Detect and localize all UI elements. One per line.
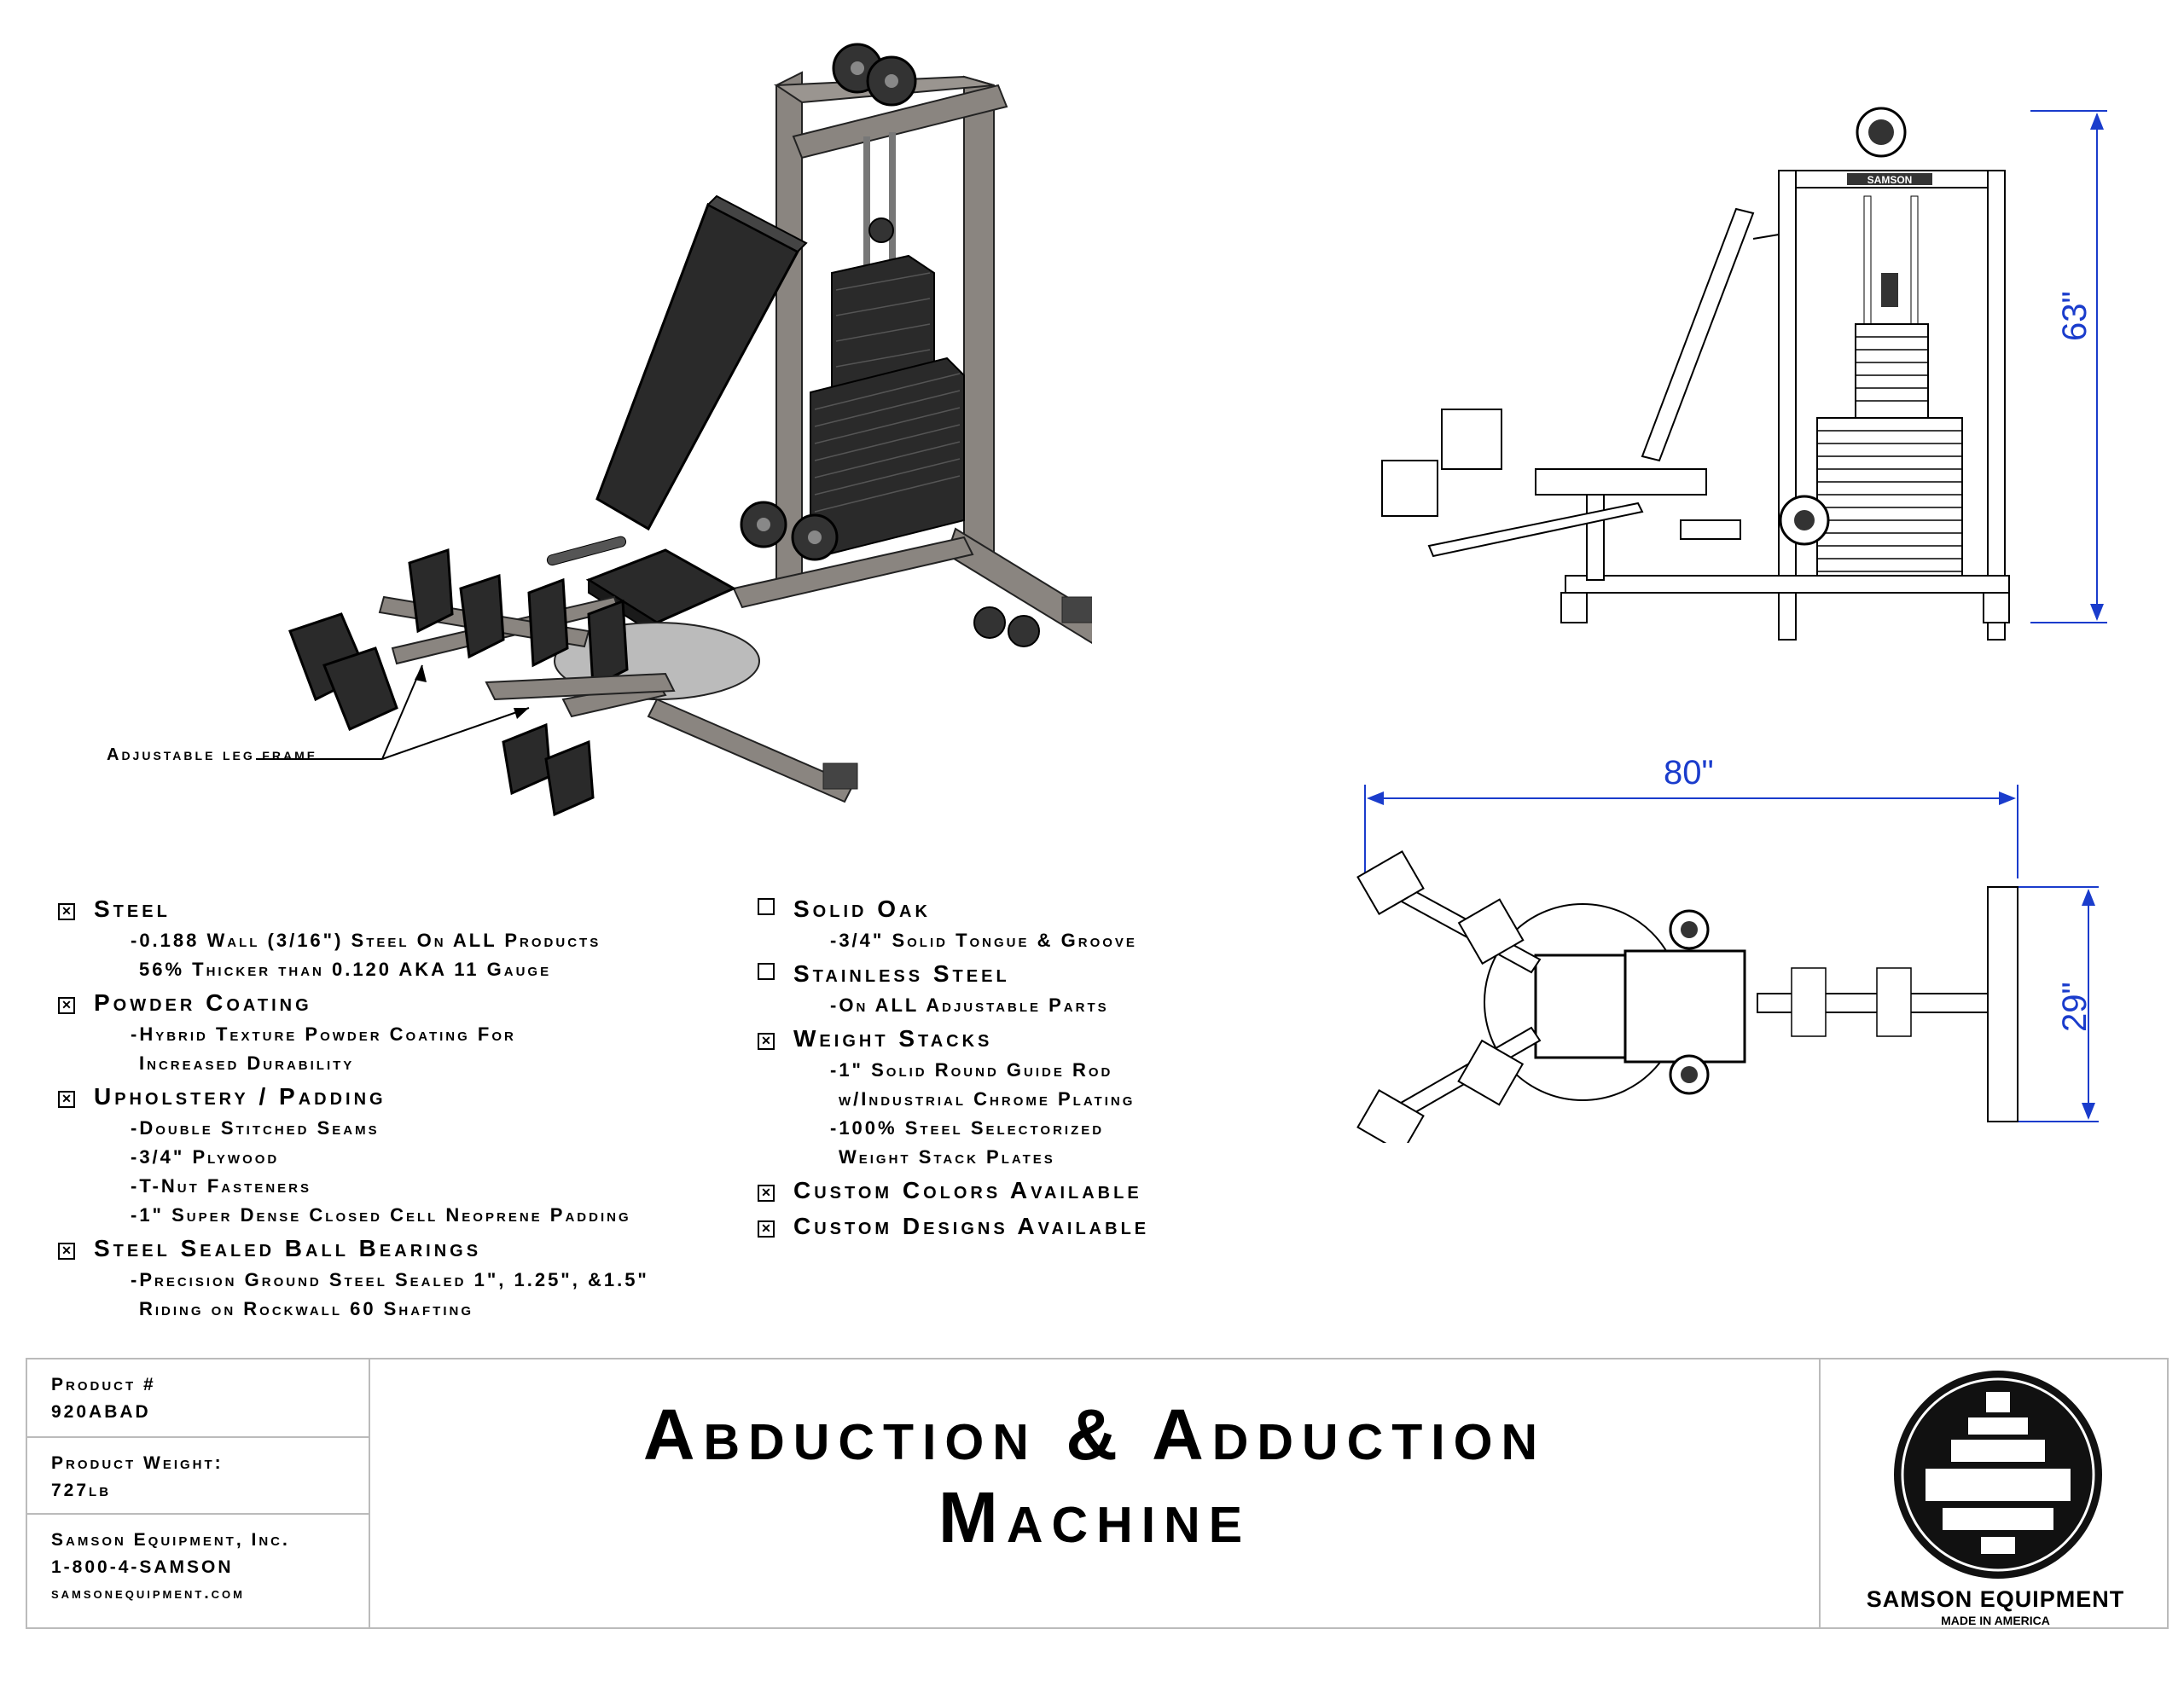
machine-side-view: SAMSON xyxy=(1381,107,2107,641)
spec-line: -On ALL Adjustable Parts xyxy=(830,994,1109,1016)
checkbox-checked-icon: ✕ xyxy=(58,1243,75,1260)
checkbox-checked-icon: ✕ xyxy=(58,1091,75,1108)
company-cell: Samson Equipment, Inc. 1-800-4-SAMSON sa… xyxy=(27,1515,369,1629)
product-weight-label: Product Weight: xyxy=(51,1453,224,1473)
spec-line: -Hybrid Texture Powder Coating For xyxy=(131,1023,516,1045)
spec-title: Upholstery / Padding xyxy=(94,1083,386,1110)
spec-heading: ✕ Weight Stacks xyxy=(758,1025,1149,1052)
checkbox-checked-icon: ✕ xyxy=(58,997,75,1014)
product-number-cell: Product # 920ABAD xyxy=(27,1359,369,1438)
checkbox-empty-icon xyxy=(758,898,775,915)
spec-heading: ✕ Steel Sealed Ball Bearings xyxy=(58,1235,649,1262)
divider-left xyxy=(369,1359,370,1629)
spec-line: 56% Thicker than 0.120 AKA 11 Gauge xyxy=(139,959,552,980)
spec-line: -3/4" Solid Tongue & Groove xyxy=(830,930,1137,951)
checkbox-checked-icon: ✕ xyxy=(758,1033,775,1050)
spec-line: -Precision Ground Steel Sealed 1", 1.25"… xyxy=(131,1269,649,1290)
product-title: Abduction & Adduction Machine xyxy=(370,1394,1819,1558)
company-phone: 1-800-4-SAMSON xyxy=(51,1557,234,1577)
spec-heading: Stainless Steel xyxy=(758,960,1149,988)
spec-line: Weight Stack Plates xyxy=(839,1146,1055,1168)
spec-line: -100% Steel Selectorized xyxy=(830,1117,1105,1139)
spec-heading: ✕ Powder Coating xyxy=(58,989,649,1017)
spec-heading: ✕ Custom Designs Available xyxy=(758,1213,1149,1240)
spec-title: Steel Sealed Ball Bearings xyxy=(94,1235,482,1261)
spec-line: Riding on Rockwall 60 Shafting xyxy=(139,1298,474,1319)
spec-heading: ✕ Upholstery / Padding xyxy=(58,1083,649,1110)
spec-line: w/Industrial Chrome Plating xyxy=(839,1088,1136,1110)
spec-title: Stainless Steel xyxy=(793,960,1010,987)
spec-line: -1" Super Dense Closed Cell Neoprene Pad… xyxy=(131,1204,631,1226)
samson-logo xyxy=(1894,1371,2102,1579)
frame-brand: SAMSON xyxy=(1867,174,1913,186)
spec-line: -Double Stitched Seams xyxy=(131,1117,380,1139)
divider-right xyxy=(1819,1359,1821,1629)
machine-top-view xyxy=(1356,785,2099,1143)
title-line-2: Machine xyxy=(938,1476,1252,1557)
spec-line: Increased Durability xyxy=(139,1052,355,1074)
company-name: Samson Equipment, Inc. xyxy=(51,1530,290,1550)
depth-dimension: 29" xyxy=(2056,982,2094,1032)
checkbox-checked-icon: ✕ xyxy=(758,1220,775,1238)
checkbox-checked-icon: ✕ xyxy=(758,1185,775,1202)
spec-title: Powder Coating xyxy=(94,989,312,1016)
spec-title: Solid Oak xyxy=(793,896,931,922)
height-dimension: 63" xyxy=(2056,291,2094,341)
spec-title: Custom Colors Available xyxy=(793,1177,1142,1203)
product-weight-value: 727lb xyxy=(51,1481,112,1500)
spec-title: Weight Stacks xyxy=(793,1025,993,1052)
logo-tagline: MADE IN AMERICA xyxy=(1941,1614,2050,1627)
company-website: samsonequipment.com xyxy=(51,1585,245,1603)
spec-title: Custom Designs Available xyxy=(793,1213,1150,1239)
spec-line: -3/4" Plywood xyxy=(131,1146,280,1168)
title-line-1: Abduction & Adduction xyxy=(642,1394,1547,1475)
title-block: Product # 920ABAD Product Weight: 727lb … xyxy=(26,1358,2169,1629)
logo-name: SAMSON EQUIPMENT xyxy=(1866,1586,2125,1612)
spec-list-left: ✕ Steel -0.188 Wall (3/16") Steel On ALL P… xyxy=(58,896,649,1320)
checkbox-checked-icon: ✕ xyxy=(58,903,75,920)
spec-title: Steel xyxy=(94,896,171,922)
spec-heading: ✕ Steel xyxy=(58,896,649,923)
spec-line: -0.188 Wall (3/16") Steel On ALL Product… xyxy=(131,930,601,951)
product-weight-cell: Product Weight: 727lb xyxy=(27,1438,369,1515)
spec-heading: ✕ Custom Colors Available xyxy=(758,1177,1149,1204)
checkbox-empty-icon xyxy=(758,963,775,980)
machine-isometric-drawing xyxy=(256,43,1092,817)
spec-line: -T-Nut Fasteners xyxy=(131,1175,311,1197)
spec-heading: Solid Oak xyxy=(758,896,1149,923)
product-number-label: Product # xyxy=(51,1375,156,1394)
callout-label: Adjustable leg frame xyxy=(107,745,318,764)
width-dimension: 80" xyxy=(1664,754,1714,791)
product-number-value: 920ABAD xyxy=(51,1402,151,1422)
spec-line: -1" Solid Round Guide Rod xyxy=(830,1059,1113,1081)
